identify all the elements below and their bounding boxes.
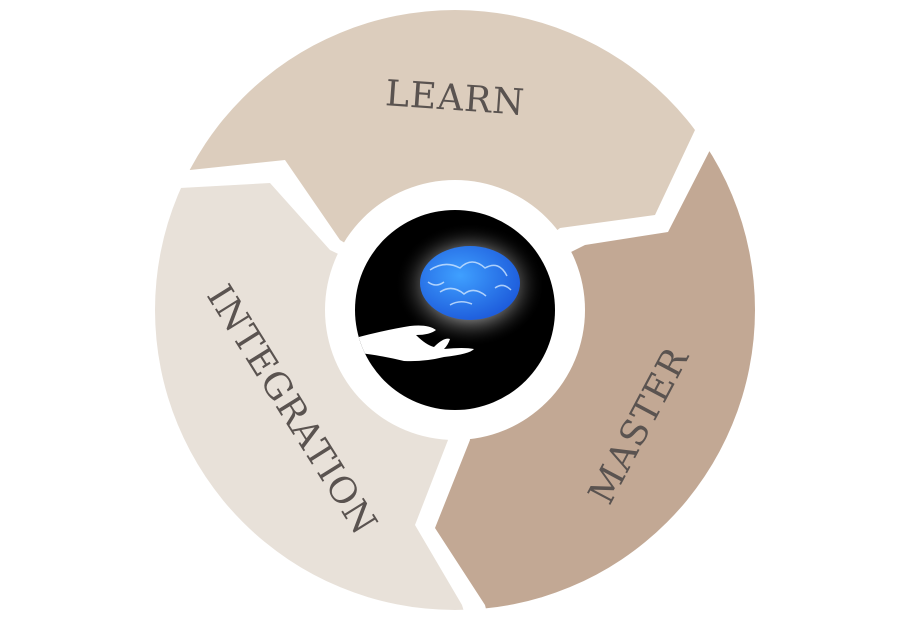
brain-icon	[420, 246, 520, 320]
hand-icon	[355, 325, 474, 362]
segment-learn	[155, 10, 755, 310]
segment-master	[435, 100, 755, 610]
brain-in-hand-icon	[355, 223, 545, 362]
segment-learn-label: LEARN	[384, 73, 526, 124]
